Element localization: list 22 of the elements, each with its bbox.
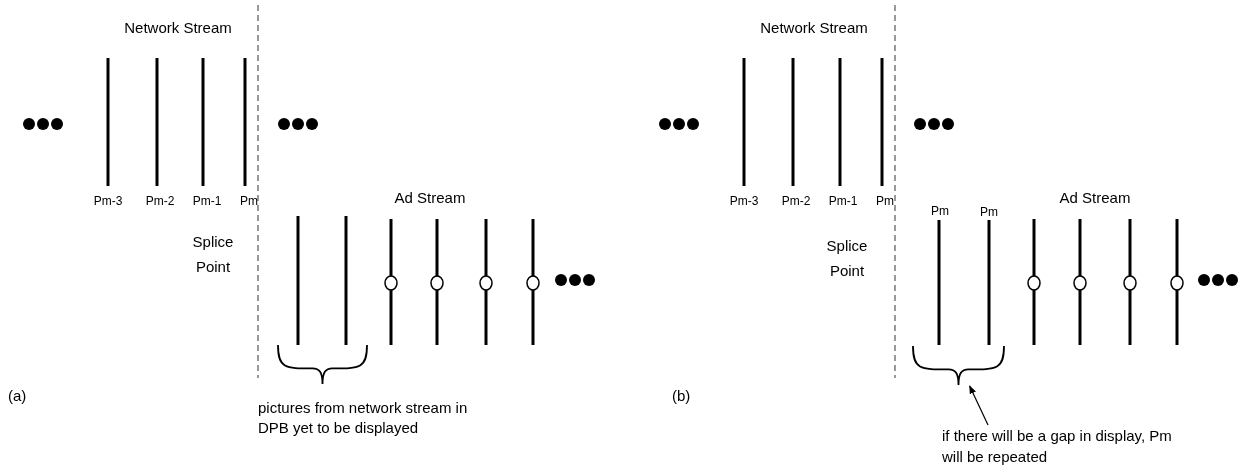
picture-label: Pm-3 <box>93 193 123 210</box>
picture-label: Pm-3 <box>729 193 759 210</box>
panel-label: (b) <box>672 386 691 406</box>
picture-label: Pm-2 <box>145 193 175 210</box>
annotation-text: if there will be a gap in display, Pm will be repeated <box>942 425 1182 469</box>
stream-title: Network Stream <box>124 18 232 38</box>
picture-label: Pm <box>240 193 258 210</box>
curly-brace <box>912 346 1005 385</box>
picture-label: Pm <box>876 193 894 210</box>
picture-label: Pm <box>931 203 949 220</box>
picture-label: Pm-2 <box>781 193 811 210</box>
picture-label: Pm-1 <box>192 193 222 210</box>
picture-label: Pm <box>980 204 998 221</box>
panel-label: (a) <box>8 386 27 406</box>
leader-arrow <box>969 385 989 426</box>
stream-title: Ad Stream <box>1059 188 1131 208</box>
splice-point-label: Splice Point <box>825 236 869 281</box>
splice-point-label: Splice Point <box>191 232 235 277</box>
stream-title: Ad Stream <box>394 188 466 208</box>
annotation-text: pictures from network stream in DPB yet to be displayed <box>258 398 469 438</box>
stream-title: Network Stream <box>760 18 868 38</box>
picture-label: Pm-1 <box>828 193 858 210</box>
